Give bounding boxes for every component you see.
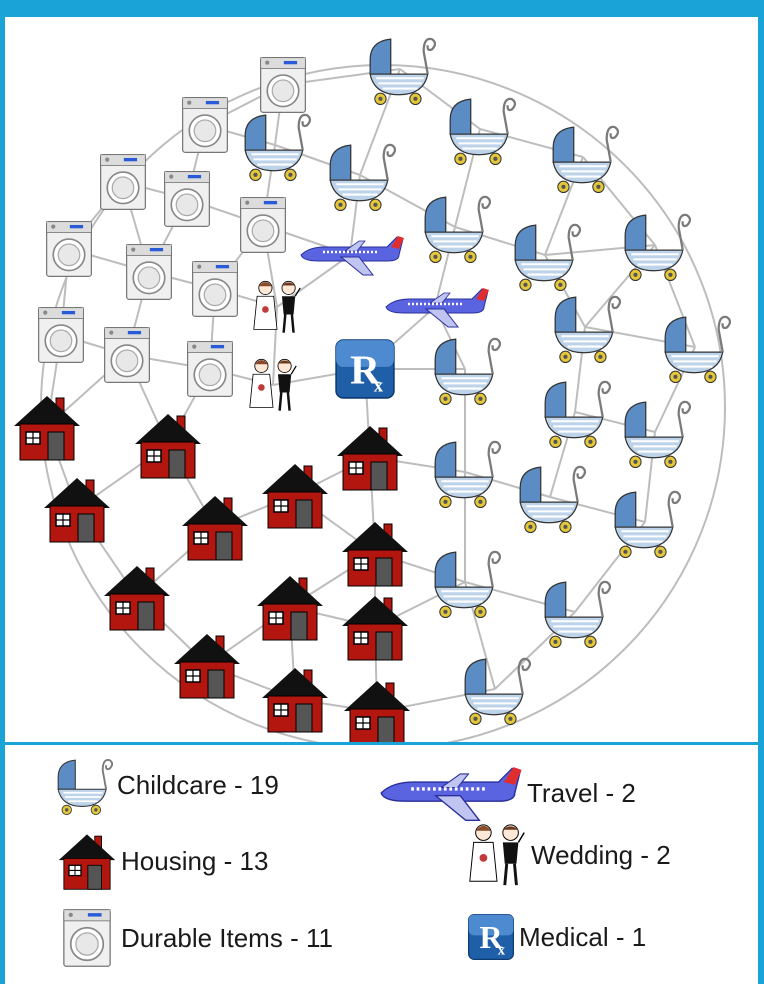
red-house-icon-node <box>256 575 324 641</box>
legend-label-housing: Housing - 13 <box>121 845 269 876</box>
legend-item-childcare: Childcare - 19 <box>53 755 279 815</box>
red-house-icon-node <box>341 595 409 661</box>
washing-machine-icon-node <box>103 326 151 384</box>
legend-item-durable: Durable Items - 11 <box>57 903 333 973</box>
washing-machine-icon-node <box>125 243 173 301</box>
red-house-icon <box>58 833 116 890</box>
baby-stroller-icon-node <box>434 440 501 508</box>
red-house-icon-node <box>43 477 111 543</box>
red-house-icon-node <box>134 413 202 479</box>
baby-stroller-icon-node <box>434 337 501 405</box>
legend-label-wedding: Wedding - 2 <box>531 839 671 870</box>
washing-machine-icon-node <box>259 56 307 114</box>
baby-stroller-icon-node <box>434 550 501 618</box>
legend-label-childcare: Childcare - 19 <box>117 769 279 800</box>
baby-stroller-icon-node <box>464 657 531 725</box>
legend-label-medical: Medical - 1 <box>519 921 647 952</box>
legend-item-travel: Travel - 2 <box>373 763 636 823</box>
red-house-icon-node <box>336 425 404 491</box>
baby-stroller-icon <box>57 758 113 815</box>
washing-machine-icon-node <box>37 306 85 364</box>
washing-machine-icon-node <box>99 153 147 211</box>
red-house-icon-node <box>341 521 409 587</box>
washing-machine-icon-node <box>45 220 93 278</box>
washing-machine-icon-node <box>163 170 211 228</box>
baby-stroller-icon-node <box>624 213 691 281</box>
network-diagram-panel: R x <box>5 17 758 742</box>
legend-label-durable: Durable Items - 11 <box>121 922 333 953</box>
washing-machine-icon-node <box>191 260 239 318</box>
legend-panel: Childcare - 19 Travel - 2 Housing - 13 W… <box>5 745 758 984</box>
baby-stroller-icon-node <box>424 195 491 263</box>
washing-machine-icon <box>62 908 112 968</box>
rx-icon-node <box>335 339 395 399</box>
baby-stroller-icon-node <box>449 97 516 165</box>
red-house-icon-node <box>343 680 411 742</box>
baby-stroller-icon-node <box>554 295 621 363</box>
baby-stroller-icon-node <box>519 465 586 533</box>
washing-machine-icon-node <box>186 340 234 398</box>
rx-icon <box>468 913 515 961</box>
legend-item-medical: Medical - 1 <box>467 913 646 961</box>
legend-item-wedding: Wedding - 2 <box>467 821 671 889</box>
legend-item-housing: Housing - 13 <box>57 831 268 891</box>
red-house-icon-node <box>181 495 249 561</box>
baby-stroller-icon-node <box>329 143 396 211</box>
red-house-icon-node <box>261 463 329 529</box>
baby-stroller-icon-node <box>544 580 611 648</box>
washing-machine-icon-node <box>181 96 229 154</box>
legend-label-travel: Travel - 2 <box>527 777 636 808</box>
bride-groom-icon <box>468 823 526 887</box>
washing-machine-icon-node <box>239 196 287 254</box>
airplane-icon <box>379 765 523 822</box>
baby-stroller-icon-node <box>624 400 691 468</box>
network-diagram: R x <box>13 37 731 742</box>
red-house-icon-node <box>261 667 329 733</box>
